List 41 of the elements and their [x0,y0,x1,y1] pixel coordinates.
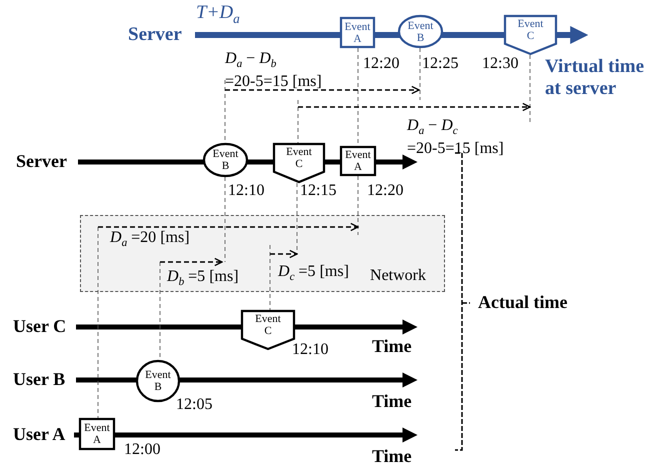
delay-label: D$_{b}$ =5 [ms] [167,268,239,290]
time-label: 12:10 [292,341,328,359]
axis-label: Virtual time at server [545,56,646,100]
event-pentagon [241,310,295,350]
event-ellipse [203,143,248,177]
axis-label: User B [13,369,66,390]
event-label: Event B [406,20,434,44]
event-pentagon [504,15,557,55]
event-label: Event C [516,18,544,42]
event-label: Event B [212,148,240,172]
time-label: 12:20 [367,182,404,200]
delay-label: D$_{a}$ − D$_{b}$ =20-5=15 [ms] [225,50,323,92]
network-region [80,215,445,292]
time-label: 12:10 [228,182,264,200]
time-label: 12:00 [124,441,160,459]
axis-label: Server [128,24,182,46]
delay-label: D$_{c}$ =5 [ms] [278,263,349,286]
event-label: Event C [285,146,313,170]
time-label: 12:05 [176,396,212,414]
axis-label: User C [13,316,66,337]
axis-label: User A [13,424,66,445]
region-label: Network [370,267,426,285]
time-label: 12:15 [300,182,336,200]
delay-label: D$_{a}$ − D$_{c}$ =20-5=15 [ms] [407,117,505,158]
time-label: 12:25 [422,55,458,73]
delay-label: D$_{a}$ =20 [ms] [110,229,190,252]
axis-label: Time [372,336,412,357]
event-pentagon [273,143,325,183]
time-label: 12:30 [482,55,518,73]
event-label: Event C [254,313,282,337]
event-label: Event A [344,20,372,44]
event-label: Event A [83,422,111,446]
axis-label: Server [16,151,67,172]
axis-label: Actual time [478,292,568,313]
formula-label: T+D$_{a}$ [196,2,240,28]
event-ellipse [398,15,443,48]
axis-label: Time [372,391,412,412]
event-label: Event A [344,149,372,173]
axis-label: Time [372,446,412,464]
event-label: Event B [144,369,172,393]
time-label: 12:20 [363,55,400,73]
